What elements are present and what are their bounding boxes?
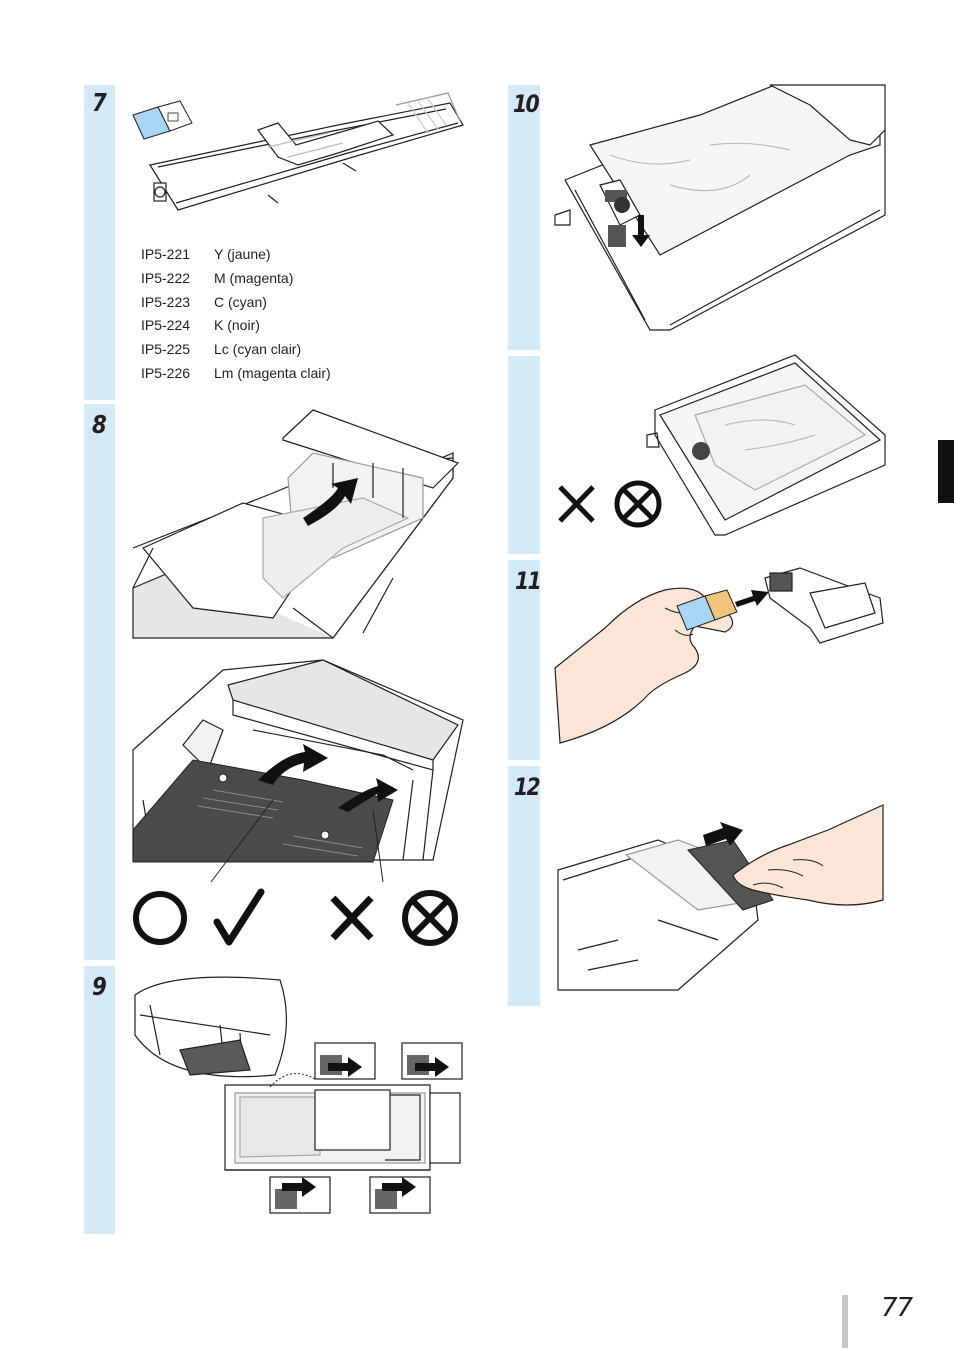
page-number: 77: [881, 1293, 913, 1323]
parts-row: IP5-223 C (cyan): [141, 291, 331, 315]
cartridge-wrong-illustration: [558, 354, 886, 536]
tray-topview-illustration: [134, 976, 463, 1214]
cross-icon: [558, 485, 595, 523]
arrow-icon: [415, 1057, 449, 1077]
step-strip-12: [508, 766, 540, 1006]
chip-icon: [132, 100, 193, 140]
tray-insert-illustration: [132, 409, 460, 639]
step-strip-7: [84, 85, 115, 400]
cross-icon: [330, 895, 374, 941]
part-desc: C (cyan): [214, 293, 267, 310]
circle-icon: [133, 891, 187, 945]
valve-icon: [692, 442, 710, 460]
valve-icon: [605, 190, 630, 247]
step-number-8: 8: [92, 410, 107, 439]
arrow-icon: [382, 1177, 416, 1197]
parts-row: IP5-225 Lc (cyan clair): [141, 338, 331, 362]
hand-illustration: [732, 804, 884, 906]
part-code: IP5-222: [141, 269, 191, 286]
tray-insert-detail-illustration: [132, 659, 464, 883]
arrow-icon: [735, 590, 769, 607]
circle-cross-icon: [402, 890, 458, 946]
ink-parts-list: IP5-221 Y (jaune) IP5-222 M (magenta) IP5-…: [141, 243, 331, 386]
callout-boxes: [269, 1042, 463, 1214]
check-icon: [213, 888, 265, 946]
step-strip-10b: [508, 356, 540, 554]
part-code: IP5-224: [141, 317, 191, 334]
parts-row: IP5-222 M (magenta): [141, 267, 331, 291]
step-number-9: 9: [92, 972, 107, 1001]
part-code: IP5-221: [141, 246, 191, 262]
arrow-icon: [703, 822, 743, 846]
arrow-icon: [282, 1177, 316, 1197]
step-strip-10: [508, 85, 540, 350]
part-desc: M (magenta): [214, 269, 294, 286]
hand-chip-illustration: [554, 567, 884, 744]
part-code: IP5-225: [141, 341, 191, 358]
step-number-11: 11: [515, 567, 542, 595]
part-desc: K (noir): [214, 317, 260, 334]
part-desc: Lc (cyan clair): [214, 341, 302, 358]
arrow-icon: [632, 215, 650, 247]
arrow-icon: [258, 744, 328, 785]
part-code: IP5-223: [141, 293, 191, 310]
parts-row: IP5-226 Lm (magenta clair): [141, 362, 331, 386]
part-code: IP5-226: [141, 364, 191, 381]
chip-icon: [676, 589, 738, 631]
arrow-icon: [338, 778, 398, 812]
part-desc: Y (jaune): [214, 246, 271, 262]
step-number-10: 10: [513, 90, 540, 118]
parts-row: IP5-221 Y (jaune): [141, 243, 331, 267]
arrow-icon: [328, 1057, 362, 1077]
correct-incorrect-symbols: [133, 888, 458, 946]
ink-bag-illustration: [132, 92, 464, 211]
step-number-7: 7: [92, 88, 107, 117]
cartridge-push-illustration: [557, 804, 884, 991]
step-number-12: 12: [514, 773, 541, 801]
chapter-tab: [938, 440, 954, 503]
cartridge-bag-illustration: [554, 84, 886, 331]
step-strip-11: [508, 560, 540, 760]
circle-cross-icon: [614, 480, 662, 528]
step-strip-9: [84, 966, 115, 1234]
arrow-icon: [303, 478, 358, 526]
parts-row: IP5-224 K (noir): [141, 314, 331, 338]
page-number-bar: [842, 1295, 848, 1348]
step-strip-8: [84, 404, 115, 960]
part-desc: Lm (magenta clair): [214, 364, 331, 381]
